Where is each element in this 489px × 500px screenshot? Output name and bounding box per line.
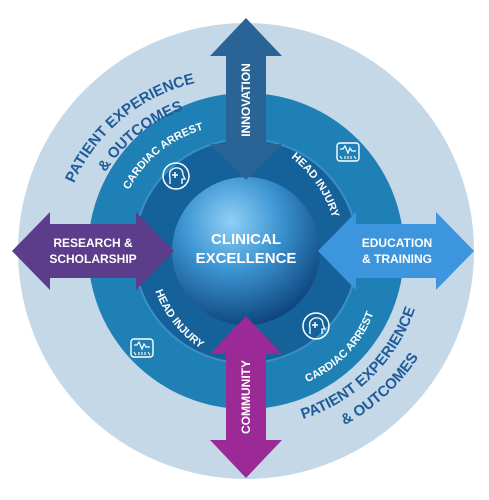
head-profile-cross-icon bbox=[302, 312, 330, 340]
community-arrow-label: COMMUNITY bbox=[239, 360, 253, 434]
education-arrow-label-line1: EDUCATION bbox=[362, 236, 432, 250]
community-arrow-shape bbox=[210, 316, 282, 478]
education-training-arrow: EDUCATION & TRAINING bbox=[318, 212, 474, 290]
education-training-arrow-shape bbox=[318, 212, 474, 290]
research-arrow-label-line2: SCHOLARSHIP bbox=[49, 252, 136, 266]
center-label-line1: CLINICAL bbox=[211, 231, 281, 248]
brain-waves-icon bbox=[336, 142, 360, 162]
innovation-arrow-shape bbox=[210, 18, 282, 180]
brain-waves-icon bbox=[130, 338, 154, 358]
education-arrow-label-line2: & TRAINING bbox=[362, 252, 432, 266]
research-arrow-label-line1: RESEARCH & bbox=[53, 236, 133, 250]
community-arrow: COMMUNITY bbox=[210, 316, 282, 478]
research-scholarship-arrow-shape bbox=[12, 212, 174, 290]
center-label-line2: EXCELLENCE bbox=[196, 250, 297, 267]
innovation-arrow: INNOVATION bbox=[210, 18, 282, 180]
research-scholarship-arrow: RESEARCH & SCHOLARSHIP bbox=[12, 212, 174, 290]
head-profile-cross-icon bbox=[162, 162, 190, 190]
center-sphere bbox=[172, 177, 320, 325]
innovation-arrow-label: INNOVATION bbox=[239, 63, 253, 137]
